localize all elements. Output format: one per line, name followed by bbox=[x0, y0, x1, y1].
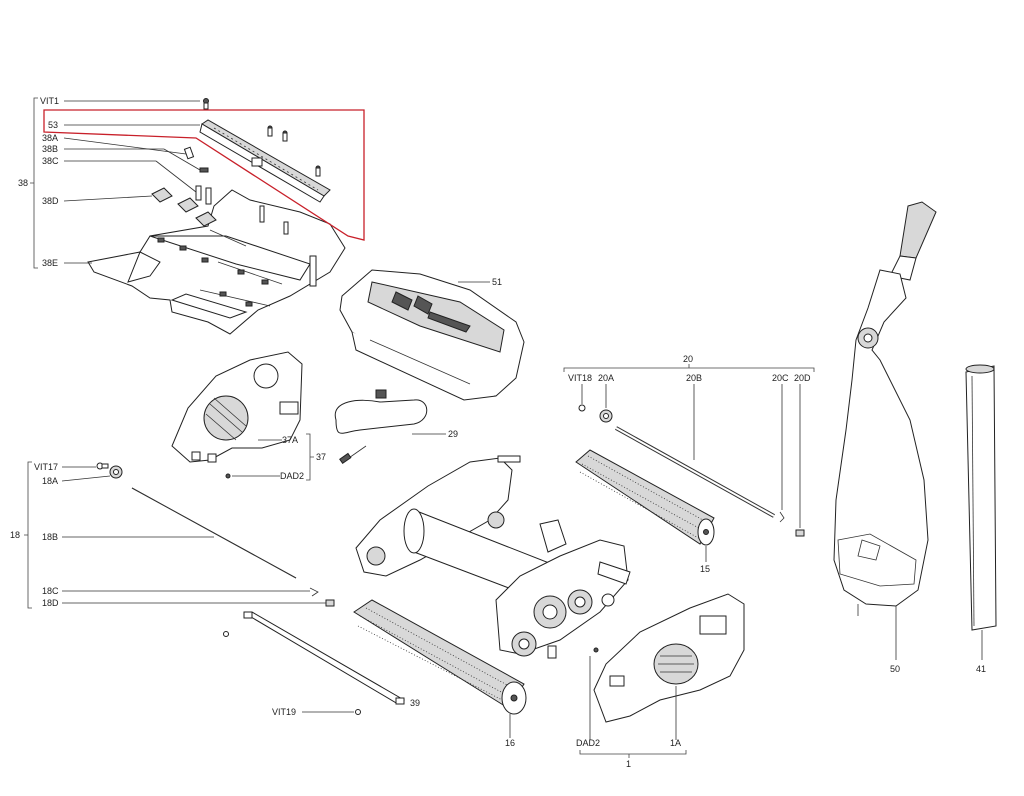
part-dad2-screw-top bbox=[225, 473, 231, 479]
label-37a: 37A bbox=[282, 435, 298, 445]
label-16: 16 bbox=[505, 738, 515, 748]
label-38b: 38B bbox=[42, 144, 58, 154]
part-38a-38b-38c-small-parts bbox=[183, 146, 212, 205]
bracket-18 bbox=[24, 461, 32, 609]
part-51-housing bbox=[339, 269, 525, 401]
part-38-base-plate bbox=[87, 189, 346, 335]
bracket-20 bbox=[563, 364, 815, 372]
part-dad2-screw-bottom bbox=[593, 647, 599, 653]
label-vit1: VIT1 bbox=[40, 96, 59, 106]
part-39-bar bbox=[243, 611, 405, 705]
label-38a: 38A bbox=[42, 133, 58, 143]
label-51: 51 bbox=[492, 277, 502, 287]
label-vit19: VIT19 bbox=[272, 707, 296, 717]
part-38d-clips bbox=[151, 187, 217, 227]
label-29: 29 bbox=[448, 429, 458, 439]
label-1a: 1A bbox=[670, 738, 681, 748]
label-18c: 18C bbox=[42, 586, 59, 596]
label-18b: 18B bbox=[42, 532, 58, 542]
part-50-handle-body bbox=[833, 201, 937, 616]
label-38c: 38C bbox=[42, 156, 59, 166]
part-20d-nut bbox=[795, 529, 805, 537]
label-dad2-top: DAD2 bbox=[280, 471, 304, 481]
part-15-brush-roller bbox=[575, 449, 715, 546]
bracket-38 bbox=[30, 97, 38, 269]
label-41: 41 bbox=[976, 664, 986, 674]
part-vit19-screw bbox=[355, 709, 361, 715]
label-39: 39 bbox=[410, 698, 420, 708]
label-53: 53 bbox=[48, 120, 58, 130]
label-15: 15 bbox=[700, 564, 710, 574]
label-38: 38 bbox=[18, 178, 28, 188]
bracket-1 bbox=[579, 750, 687, 758]
part-vit18-screw bbox=[578, 404, 586, 412]
label-vit17: VIT17 bbox=[34, 462, 58, 472]
bracket-37 bbox=[306, 433, 314, 481]
part-vit1-screw bbox=[203, 98, 209, 110]
part-41-tube bbox=[965, 364, 997, 631]
part-18c-clip bbox=[309, 587, 319, 597]
label-vit18: VIT18 bbox=[568, 373, 592, 383]
label-dad2-bottom: DAD2 bbox=[576, 738, 600, 748]
label-38d: 38D bbox=[42, 196, 59, 206]
part-29-cable bbox=[334, 389, 428, 465]
label-20: 20 bbox=[683, 354, 693, 364]
label-18a: 18A bbox=[42, 476, 58, 486]
part-main-drum-assembly bbox=[355, 455, 631, 659]
label-18d: 18D bbox=[42, 598, 59, 608]
label-20a: 20A bbox=[598, 373, 614, 383]
label-38e: 38E bbox=[42, 258, 58, 268]
part-20c-clip bbox=[779, 511, 785, 523]
label-20b: 20B bbox=[686, 373, 702, 383]
part-53-bar bbox=[199, 119, 331, 203]
part-16-brush-roller bbox=[353, 599, 527, 715]
part-screw-small bbox=[223, 631, 229, 637]
label-37: 37 bbox=[316, 452, 326, 462]
part-37a-side-cover bbox=[171, 351, 303, 463]
part-1a-side-cover bbox=[593, 593, 745, 723]
part-18d-nut bbox=[325, 599, 335, 607]
label-20c: 20C bbox=[772, 373, 789, 383]
label-18: 18 bbox=[10, 530, 20, 540]
label-20d: 20D bbox=[794, 373, 811, 383]
label-1: 1 bbox=[626, 759, 631, 769]
highlight-outline-53 bbox=[43, 109, 365, 241]
label-50: 50 bbox=[890, 664, 900, 674]
part-vit17-screw bbox=[96, 462, 109, 470]
